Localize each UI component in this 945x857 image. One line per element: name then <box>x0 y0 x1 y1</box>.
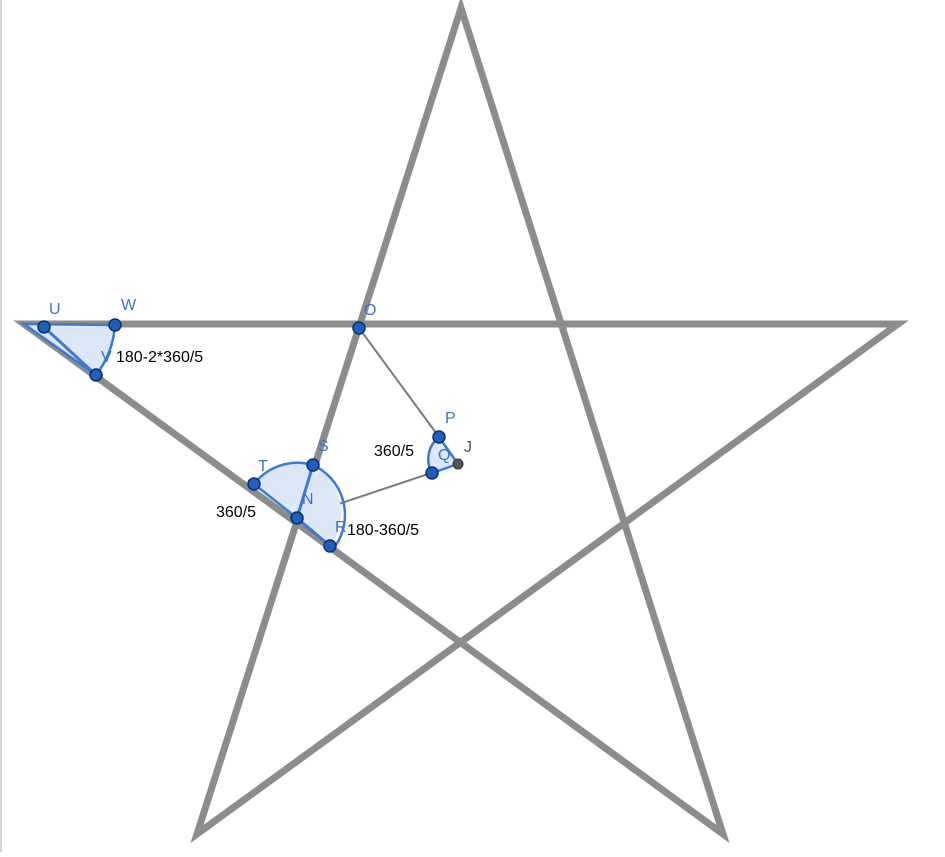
angle-label-snr: 180-360/5 <box>347 522 419 539</box>
label-r: R <box>335 519 347 536</box>
label-t: T <box>258 458 268 475</box>
point-v[interactable] <box>89 368 103 382</box>
angle-ray-n-s <box>295 464 315 519</box>
segment-o-p <box>358 327 440 438</box>
point-r[interactable] <box>323 539 337 553</box>
label-s: S <box>318 438 329 455</box>
canvas-border <box>0 0 2 852</box>
point-q[interactable] <box>425 466 439 480</box>
label-n: N <box>302 491 314 508</box>
label-p: P <box>445 410 456 427</box>
point-o[interactable] <box>352 321 366 335</box>
angle-arc-snr <box>312 463 347 546</box>
point-n[interactable] <box>290 511 304 525</box>
label-q: Q <box>438 447 450 464</box>
point-u[interactable] <box>37 320 51 334</box>
pentagram-star <box>13 0 909 844</box>
angle-label-tip: 180-2*360/5 <box>116 349 203 366</box>
point-p[interactable] <box>432 430 446 444</box>
angle-ray-n-r <box>296 516 331 548</box>
label-v: V <box>101 349 112 366</box>
point-s[interactable] <box>306 458 320 472</box>
label-o: O <box>364 302 376 319</box>
label-w: W <box>121 297 137 314</box>
point-t[interactable] <box>247 477 261 491</box>
label-u: U <box>49 301 61 318</box>
point-w[interactable] <box>108 318 122 332</box>
point-j[interactable] <box>452 458 464 470</box>
angle-ray-u-v <box>42 325 98 377</box>
label-j: J <box>464 439 472 456</box>
angle-label-pq: 360/5 <box>374 443 414 460</box>
angle-label-tsn: 360/5 <box>216 504 256 521</box>
